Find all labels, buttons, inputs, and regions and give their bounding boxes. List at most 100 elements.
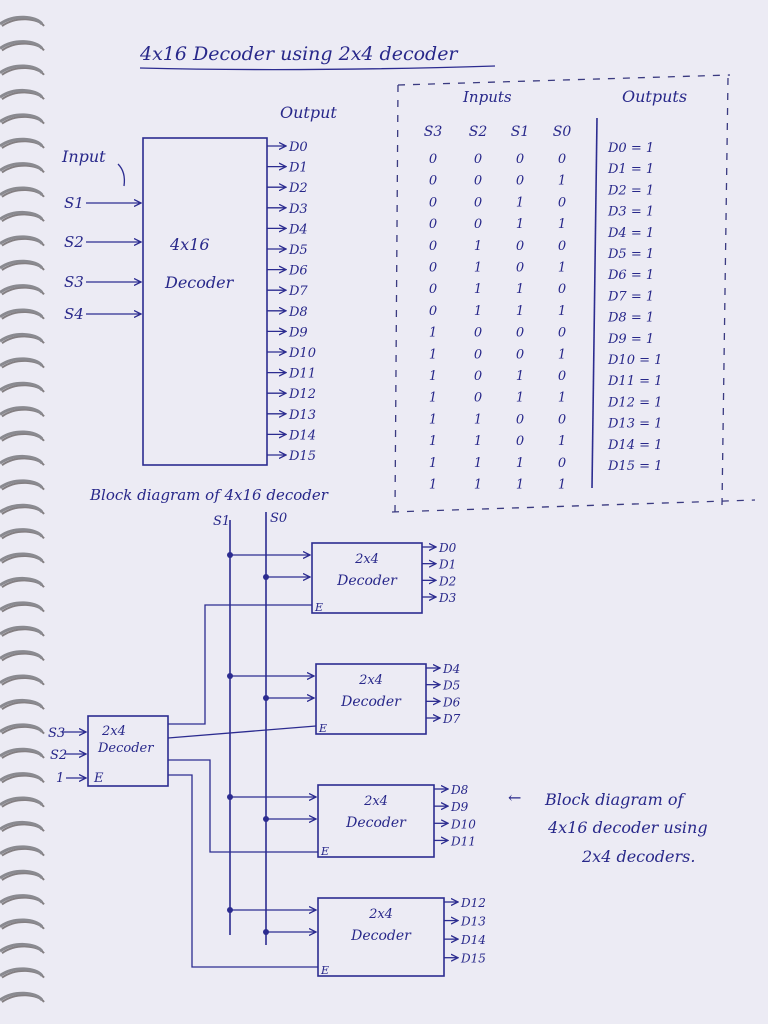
truth-table-cell: 0 xyxy=(516,347,524,362)
stage2-decoder-box xyxy=(315,663,427,735)
stage2-output-label: D15 xyxy=(460,952,486,966)
block-output-label: D12 xyxy=(288,387,316,402)
truth-table-cell: 0 xyxy=(516,152,524,167)
spiral-ring xyxy=(0,845,44,855)
truth-table-cell: 1 xyxy=(474,261,482,276)
spiral-ring xyxy=(0,357,44,367)
truth-table-output: D10 = 1 xyxy=(607,353,662,368)
spiral-ring-shadow xyxy=(1,799,45,808)
truth-table-cell: 1 xyxy=(474,478,482,493)
spiral-ring xyxy=(0,186,44,197)
truth-table-cell: 1 xyxy=(474,434,482,449)
spiral-ring-shadow xyxy=(1,67,45,76)
enable-wire-3 xyxy=(168,774,318,968)
spiral-ring xyxy=(0,601,44,611)
spiral-ring-shadow xyxy=(1,945,45,955)
spiral-ring-shadow xyxy=(1,506,45,515)
spiral-ring xyxy=(0,162,44,172)
block-caption: Block diagram of 4x16 decoder xyxy=(89,486,329,504)
spiral-ring-shadow xyxy=(1,408,45,418)
page-title: 4x16 Decoder using 2x4 decoder xyxy=(139,43,459,65)
spiral-ring xyxy=(0,479,44,489)
block-output-label: D3 xyxy=(288,202,308,217)
spiral-ring xyxy=(0,381,44,392)
truth-table-cell: 0 xyxy=(516,434,524,449)
truth-table-cell: 0 xyxy=(516,261,524,276)
spiral-ring-shadow xyxy=(1,384,45,393)
stage2-enable-label: E xyxy=(320,964,329,977)
spiral-ring xyxy=(0,40,44,50)
stage2-decoder-label-1: 2x4 xyxy=(354,552,379,567)
block-output-label: D4 xyxy=(288,222,308,237)
spiral-ring xyxy=(0,259,44,270)
truth-table-output: D9 = 1 xyxy=(607,332,654,347)
spiral-ring-shadow xyxy=(1,921,45,930)
spiral-ring-shadow xyxy=(1,994,45,1003)
spiral-ring xyxy=(0,235,44,245)
truth-table-cell: 1 xyxy=(558,174,566,189)
first-stage-label-1: 2x4 xyxy=(101,724,126,739)
decoder-4x16-box xyxy=(142,137,268,466)
truth-table-output: D12 = 1 xyxy=(607,395,662,410)
truth-table-cell: 0 xyxy=(516,239,524,254)
truth-table-cell: 1 xyxy=(558,261,566,276)
annotation-line-2: 4x16 decoder using xyxy=(547,818,708,837)
spiral-ring-shadow xyxy=(1,359,45,369)
truth-table-cell: 1 xyxy=(429,434,437,449)
first-stage-decoder-box xyxy=(87,715,169,787)
spiral-ring xyxy=(0,576,44,587)
block-output-label: D15 xyxy=(288,449,316,464)
truth-table-cell: 0 xyxy=(429,195,437,210)
truth-table-cell: 1 xyxy=(474,304,482,319)
spiral-ring-shadow xyxy=(1,701,45,711)
truth-table-cell: 0 xyxy=(558,152,566,167)
spiral-ring xyxy=(0,137,44,148)
truth-table-cell: 0 xyxy=(474,217,482,232)
input-heading: Input xyxy=(61,147,106,166)
first-stage-enable-value: 1 xyxy=(56,771,64,786)
truth-table-cell: 1 xyxy=(429,456,437,471)
truth-table-cell: 0 xyxy=(558,239,566,254)
spiral-ring xyxy=(0,308,44,319)
spiral-ring xyxy=(0,454,44,465)
stage2-decoder-box xyxy=(317,784,435,858)
annotation-arrow: ← xyxy=(508,788,521,807)
truth-table-cell: 0 xyxy=(558,456,566,471)
spiral-ring xyxy=(0,650,44,660)
block-output-label: D10 xyxy=(288,346,316,361)
truth-table-cell: 0 xyxy=(429,304,437,319)
spiral-ring-shadow xyxy=(1,189,45,198)
spiral-ring xyxy=(0,747,44,758)
truth-table-cell: 0 xyxy=(429,217,437,232)
spiral-ring-shadow xyxy=(1,652,45,662)
enable-wire-1 xyxy=(167,725,317,739)
stage2-output-label: D4 xyxy=(442,662,460,676)
truth-table-cell: 1 xyxy=(516,195,524,210)
spiral-ring xyxy=(0,332,44,343)
truth-table-output: D5 = 1 xyxy=(607,247,654,262)
select-label-s1: S1 xyxy=(213,514,230,529)
spiral-ring xyxy=(0,406,44,416)
truth-table-output: D14 = 1 xyxy=(607,438,662,453)
truth-table-output: D0 = 1 xyxy=(607,141,654,156)
truth-table-cell: 1 xyxy=(516,217,524,232)
spiral-ring-shadow xyxy=(1,774,45,784)
truth-table-cell: 1 xyxy=(558,304,566,319)
spiral-ring xyxy=(0,210,44,221)
stage2-enable-label: E xyxy=(318,722,327,735)
spiral-ring-shadow xyxy=(1,481,45,491)
output-heading: Output xyxy=(280,103,337,122)
stage2-output-label: D11 xyxy=(450,834,476,848)
truth-table-cell: 0 xyxy=(474,347,482,362)
table-border-right xyxy=(721,77,729,506)
spiral-ring-shadow xyxy=(1,896,45,906)
truth-table-output: D11 = 1 xyxy=(607,374,662,389)
spiral-ring-shadow xyxy=(1,847,45,857)
truth-table-cell: 0 xyxy=(558,412,566,427)
spiral-ring-shadow xyxy=(1,335,45,345)
truth-table-cell: 0 xyxy=(474,195,482,210)
truth-table-cell: 0 xyxy=(516,174,524,189)
enable-wire-2 xyxy=(168,759,318,853)
